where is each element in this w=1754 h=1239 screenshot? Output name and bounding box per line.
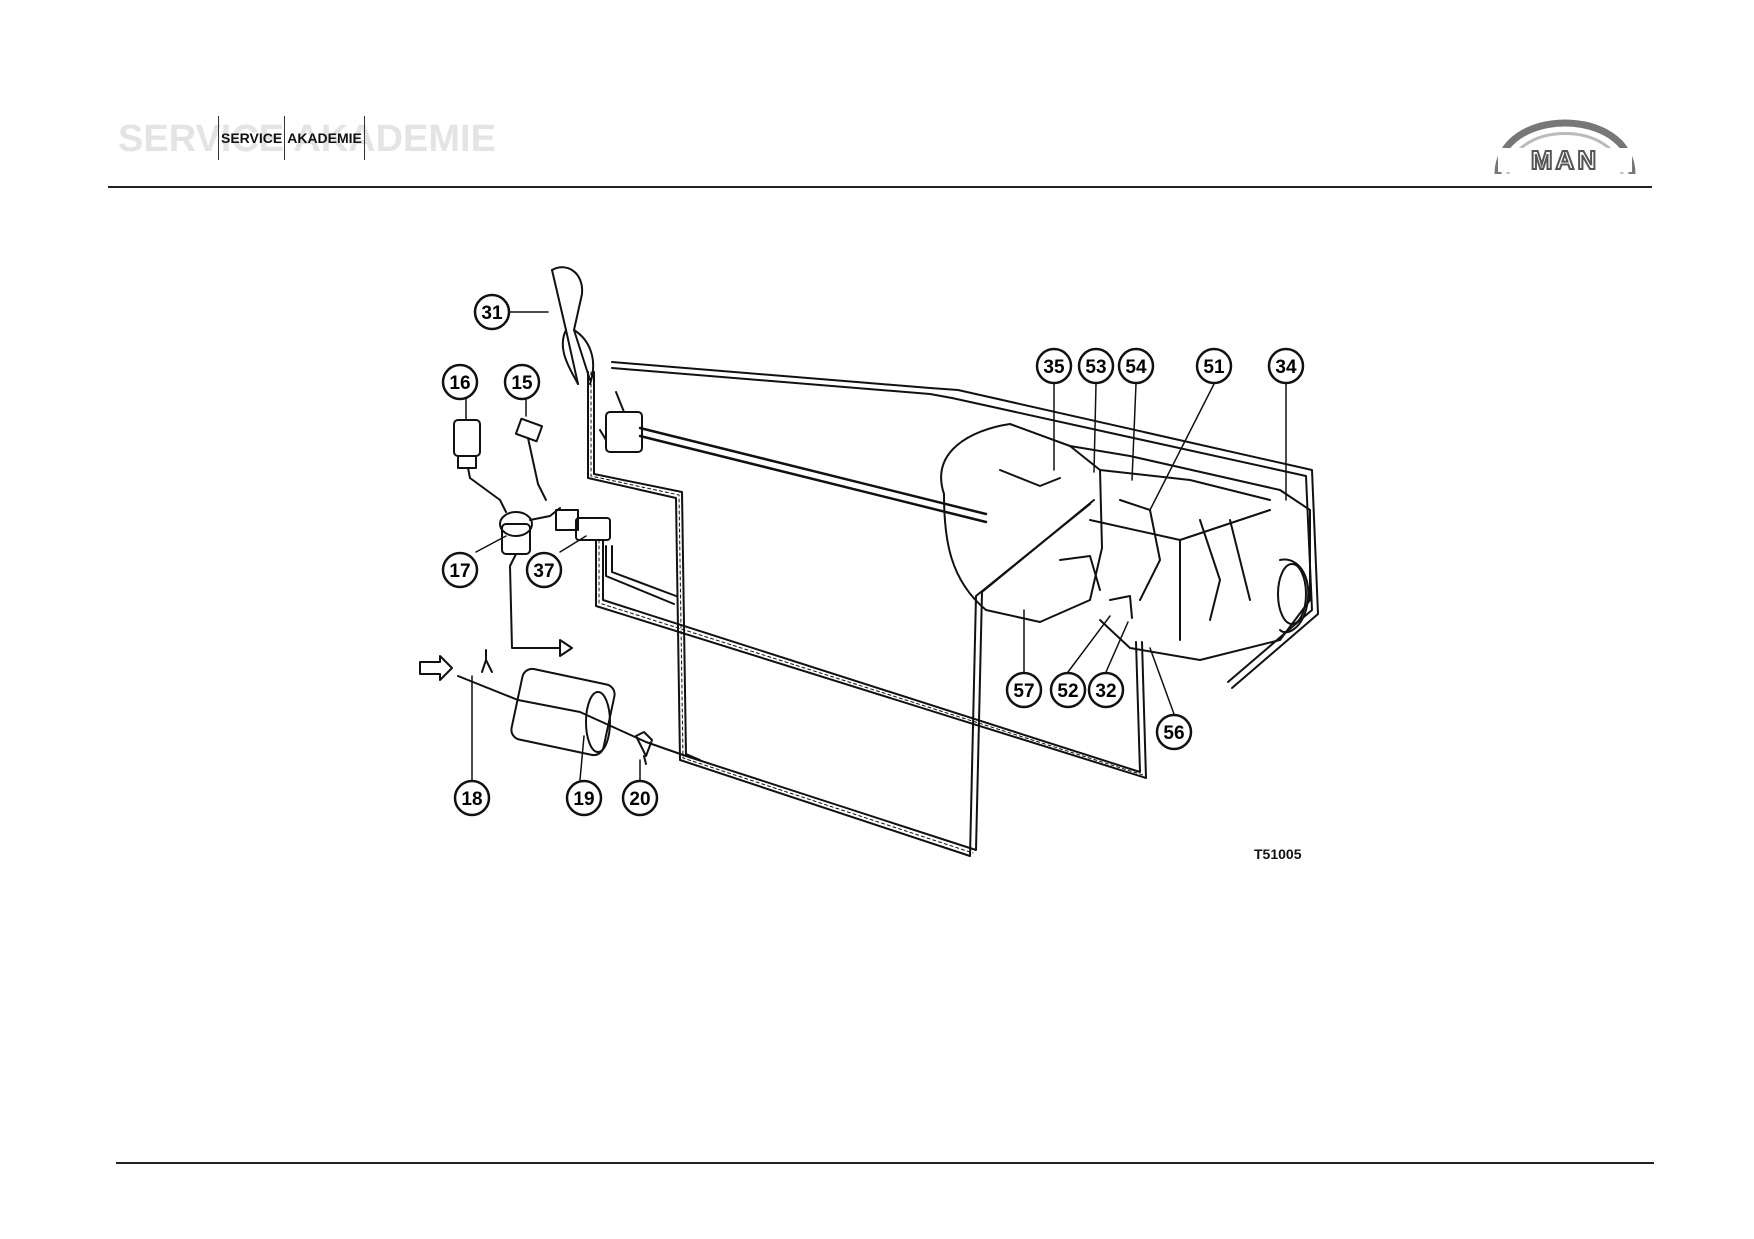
callout-52: 52 xyxy=(1049,671,1087,709)
callout-35: 35 xyxy=(1035,347,1073,385)
svg-text:16: 16 xyxy=(449,373,470,394)
header-separator xyxy=(284,116,286,160)
gear-lever xyxy=(551,266,643,453)
air-filter-components xyxy=(419,649,687,765)
top-rule xyxy=(108,186,1652,188)
header-label: SERVICE AKADEMIE xyxy=(218,116,365,160)
man-logo-icon: MAN xyxy=(1494,119,1636,176)
callout-19: 19 xyxy=(565,779,603,817)
callout-15: 15 xyxy=(503,363,541,401)
header-label-service: SERVICE xyxy=(221,130,283,146)
hose-texture xyxy=(590,371,1144,854)
svg-text:20: 20 xyxy=(629,789,650,810)
svg-text:53: 53 xyxy=(1085,357,1106,378)
svg-text:51: 51 xyxy=(1203,357,1225,378)
callout-34: 34 xyxy=(1267,347,1305,385)
figure-reference: T51005 xyxy=(1254,846,1302,862)
callout-31: 31 xyxy=(473,293,511,331)
svg-text:57: 57 xyxy=(1013,681,1034,702)
svg-text:19: 19 xyxy=(573,789,594,810)
svg-text:37: 37 xyxy=(533,561,554,582)
svg-text:35: 35 xyxy=(1043,357,1065,378)
callout-16: 16 xyxy=(441,363,479,401)
callout-51: 51 xyxy=(1195,347,1233,385)
callout-56: 56 xyxy=(1155,713,1193,751)
callout-53: 53 xyxy=(1077,347,1115,385)
svg-text:34: 34 xyxy=(1275,357,1297,378)
leader-lines xyxy=(465,311,1287,781)
callout-18: 18 xyxy=(453,779,491,817)
svg-text:32: 32 xyxy=(1095,681,1116,702)
svg-text:17: 17 xyxy=(449,561,470,582)
svg-text:56: 56 xyxy=(1163,723,1184,744)
clutch-components xyxy=(453,417,611,657)
gearbox xyxy=(940,423,1311,661)
svg-text:54: 54 xyxy=(1125,357,1147,378)
cable-lines xyxy=(587,361,1319,857)
bottom-rule xyxy=(116,1162,1654,1164)
watermark-title: SERVICE AKADEMIE xyxy=(118,118,496,160)
svg-text:31: 31 xyxy=(481,303,503,324)
svg-text:52: 52 xyxy=(1057,681,1078,702)
shift-rod xyxy=(638,426,988,524)
callout-17: 17 xyxy=(441,551,479,589)
callout-54: 54 xyxy=(1117,347,1155,385)
callout-57: 57 xyxy=(1005,671,1043,709)
svg-text:15: 15 xyxy=(511,373,533,394)
logo-text: MAN xyxy=(1531,145,1599,175)
callout-group: 31 16 15 17 37 18 19 20 35 53 54 51 34 5… xyxy=(441,293,1305,817)
callout-20: 20 xyxy=(621,779,659,817)
callout-32: 32 xyxy=(1087,671,1125,709)
svg-text:18: 18 xyxy=(461,789,482,810)
callout-37: 37 xyxy=(525,551,563,589)
header-label-akademie: AKADEMIE xyxy=(287,130,362,146)
